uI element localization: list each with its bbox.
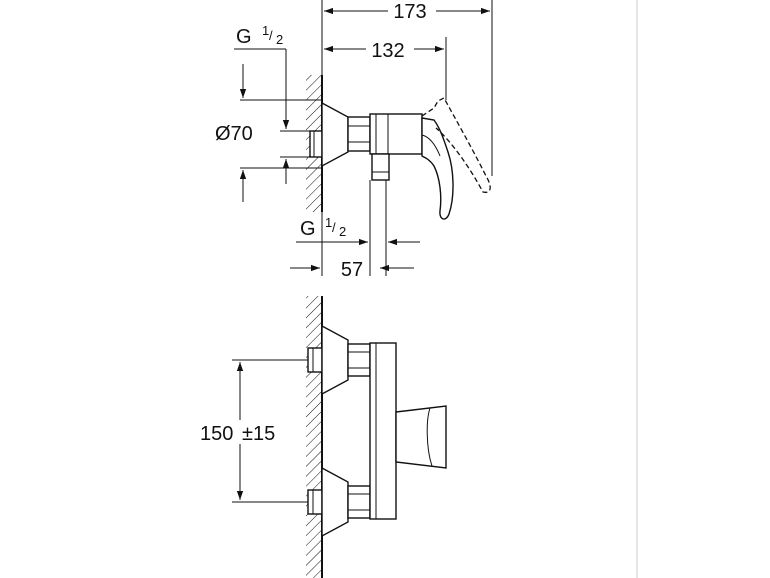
mixer-body-front <box>369 342 397 520</box>
outlet-spout <box>371 153 390 181</box>
svg-text:/: / <box>269 28 273 43</box>
dim-outlet-offset: 57 <box>341 259 363 281</box>
hex-nut-side <box>347 116 371 152</box>
dim-centre-distance: 150 <box>200 423 233 445</box>
thread-top-num: 1 <box>262 23 269 38</box>
lower-inlet-pipe <box>307 489 323 515</box>
lever-open-position <box>421 97 491 193</box>
lower-hex-nut <box>347 485 371 519</box>
rosette-side <box>321 101 349 168</box>
lower-rosette <box>321 466 349 538</box>
dim-rosette-diameter: Ø70 <box>215 123 253 145</box>
upper-inlet-pipe <box>307 347 323 373</box>
svg-text:/: / <box>332 220 336 235</box>
inlet-pipe <box>309 130 323 158</box>
lever-handle <box>421 117 454 220</box>
dim-overall-depth: 173 <box>393 1 426 23</box>
front-view: 150 ±15 <box>196 296 447 578</box>
side-view: 173 132 G 1 / 2 Ø70 G 1 / 2 57 <box>215 0 493 281</box>
thread-top-letter: G <box>236 26 252 48</box>
upper-hex-nut <box>347 343 371 377</box>
dim-body-depth: 132 <box>371 40 404 62</box>
wall-hatch-bottom <box>306 296 322 578</box>
thread-outlet-den: 2 <box>339 224 346 239</box>
mixer-body-side <box>369 113 423 155</box>
upper-rosette <box>321 324 349 396</box>
dim-tolerance: ±15 <box>242 423 275 445</box>
lever-front <box>395 405 447 469</box>
thread-outlet-num: 1 <box>325 215 332 230</box>
thread-outlet-letter: G <box>300 218 316 240</box>
thread-top-den: 2 <box>276 32 283 47</box>
